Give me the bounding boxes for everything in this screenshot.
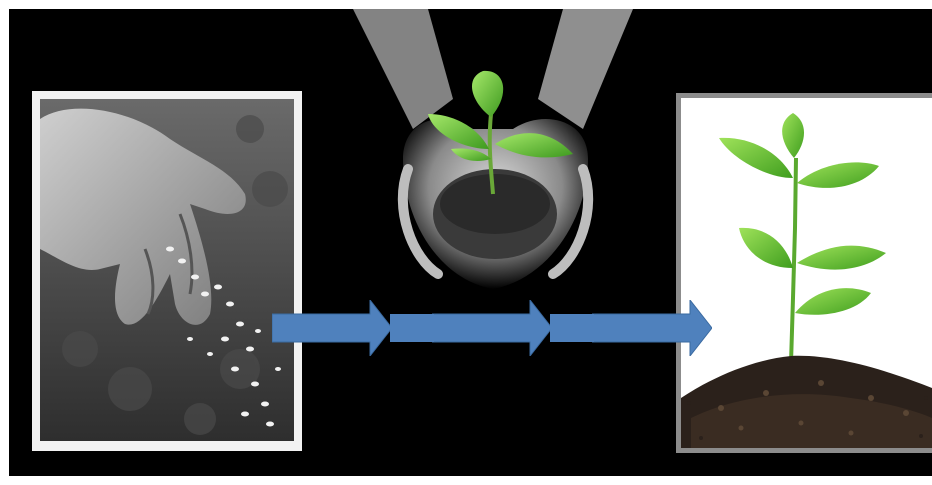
arrow-right-icon — [272, 300, 392, 356]
right-photo-frame — [676, 93, 932, 453]
arrow-connector — [550, 314, 594, 342]
arrow-right-icon — [592, 300, 712, 356]
arrow-right-icon — [432, 300, 552, 356]
hand-scattering-seeds-photo — [40, 99, 294, 441]
plant-in-soil-photo — [681, 98, 932, 448]
arrow-connector — [390, 314, 434, 342]
hands-holding-seedling-photo — [333, 9, 653, 309]
left-photo-frame — [32, 91, 302, 451]
